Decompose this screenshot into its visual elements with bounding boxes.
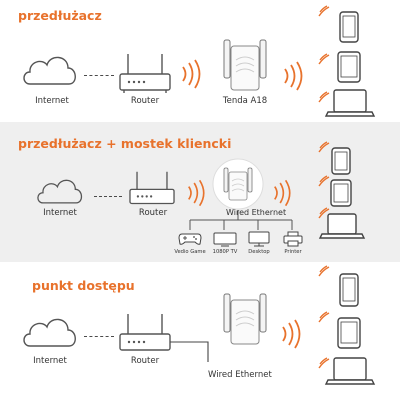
device-label: 1080P TV (212, 249, 238, 255)
smartphone-icon (339, 273, 359, 307)
section-title: przedłużacz (18, 8, 102, 23)
tablet-icon (330, 179, 352, 207)
connection-line (94, 196, 122, 197)
tablet-icon (337, 317, 361, 349)
desktop-icon (248, 231, 270, 247)
router-label: Router (130, 96, 160, 106)
connection-line (84, 336, 114, 337)
internet-label: Internet (35, 96, 69, 106)
extender-icon (223, 39, 267, 91)
wifi-waves-icon (284, 61, 303, 91)
panel-extender-mode: przedłużacz Internet Router Tenda A18 (0, 0, 400, 122)
wired-connection-tree (189, 210, 293, 230)
wifi-waves-icon (318, 141, 330, 219)
cloud-icon (23, 56, 76, 85)
printer-icon (283, 231, 303, 247)
client-devices (318, 141, 366, 239)
wired-connection-line (170, 341, 209, 362)
extender-icon (223, 293, 267, 345)
laptop-icon (324, 89, 376, 117)
device-label: Desktop (248, 249, 270, 255)
panel-access-point-mode: punkt dostępu Internet Router Wired Ethe… (0, 262, 400, 400)
smartphone-icon (331, 147, 351, 175)
router-icon (119, 54, 171, 93)
wifi-waves-icon (274, 179, 291, 207)
client-devices (318, 5, 376, 117)
smartphone-icon (339, 11, 359, 43)
extender-icon (212, 158, 264, 210)
wifi-waves-icon (318, 265, 330, 369)
wired-ethernet-label: Wired Ethernet (208, 370, 272, 380)
gamepad-icon (178, 233, 202, 245)
wifi-waves-icon (318, 5, 330, 103)
device-label: Printer (284, 249, 302, 255)
router-label: Router (138, 208, 168, 218)
internet-label: Internet (33, 356, 67, 366)
section-title: punkt dostępu (32, 278, 135, 293)
connection-line (84, 75, 114, 76)
section-title: przedłużacz + mostek kliencki (18, 136, 232, 151)
laptop-icon (324, 357, 376, 385)
internet-label: Internet (43, 208, 77, 218)
cloud-icon (23, 318, 76, 347)
laptop-icon (318, 213, 366, 239)
extender-label: Tenda A18 (222, 96, 268, 106)
panel-client-bridge-mode: przedłużacz + mostek kliencki Internet R… (0, 122, 400, 262)
router-label: Router (130, 356, 160, 366)
client-devices (318, 265, 376, 385)
wifi-waves-icon (282, 319, 301, 349)
wifi-waves-icon (182, 59, 201, 89)
tablet-icon (337, 51, 361, 83)
router-icon (129, 171, 175, 205)
wifi-waves-icon (188, 179, 205, 207)
cloud-icon (37, 179, 83, 204)
router-icon (119, 314, 171, 351)
device-label: Vedio Game (174, 249, 206, 255)
tv-icon (213, 232, 237, 247)
wired-ethernet-label: Wired Ethernet (226, 208, 287, 217)
